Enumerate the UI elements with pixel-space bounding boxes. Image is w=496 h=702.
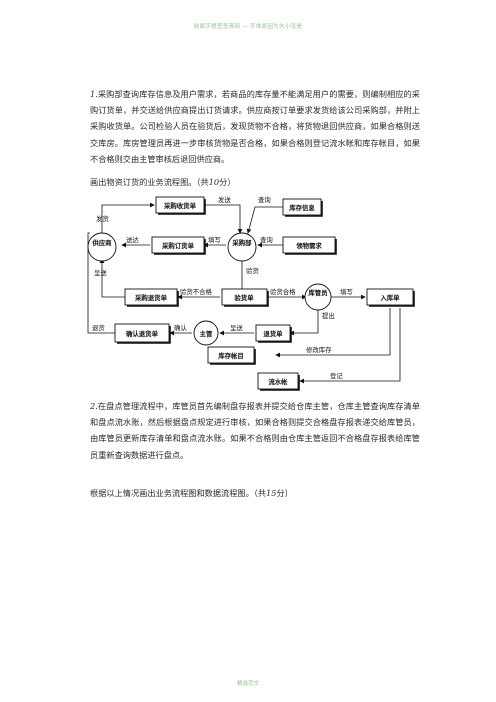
inbound-label: 入库单	[380, 293, 400, 302]
purchasing-circle	[227, 232, 257, 262]
doc-goods-demand	[282, 236, 336, 254]
label-deliver-back: 呈送	[94, 268, 107, 277]
doc-inventory-ledger	[207, 346, 255, 364]
purchase-receipt-label: 采购收货单	[163, 201, 197, 210]
doc-purchase-order	[151, 236, 205, 254]
question-2-task-text: 根据以上情况画出业务流程图和数据流程图。（共	[90, 488, 267, 498]
doc-journal	[257, 372, 299, 390]
business-flowchart: 供应商 采购部 库管员 主管 采购收货单 库存信息 采购订货单 领物需求 采购退…	[87, 195, 415, 391]
question-1-number: 1.	[90, 89, 98, 99]
question-2-score: 15	[266, 488, 277, 498]
supplier-label: 供应商	[91, 238, 112, 247]
label-deliver: 送达	[126, 235, 139, 244]
doc-confirm-return	[114, 323, 170, 343]
inspection-label: 验货单	[234, 293, 254, 302]
inventory-ledger-label: 库存帐目	[218, 351, 244, 360]
doc-inspection	[221, 288, 268, 306]
question-1-paragraph: 1.采购部查询库存信息及用户需求，若商品的库存量不能满足用户的需要，则编制相应的…	[90, 86, 420, 167]
question-1-task-text: 画出物资订货的业务流程图。（共	[90, 177, 209, 187]
page-header: 前面字题签签清回 — 字体原因为大小没是	[193, 24, 303, 30]
label-return-goods: 退货	[92, 323, 105, 332]
question-1-task: 画出物资订货的业务流程图。（共10分）	[90, 176, 236, 188]
question-1-task-end: 分）	[219, 177, 236, 187]
question-2-text: 在盘点管理流程中，库管员首先编制盘存报表并提交给仓库主管，仓库主管查询库存清单和…	[90, 401, 420, 460]
manager-label: 主管	[200, 329, 213, 338]
page-footer: 精选范文	[236, 681, 259, 687]
confirm-return-label: 确认退货单	[126, 329, 159, 338]
label-confirm: 确认	[174, 323, 187, 332]
keeper-label: 库管员	[308, 288, 328, 297]
question-2-task: 根据以上情况画出业务流程图和数据流程图。（共15分）	[90, 487, 293, 499]
goods-demand-label: 领物需求	[296, 241, 322, 250]
question-2-paragraph: 2.在盘点管理流程中，库管员首先编制盘存报表并提交给仓库主管，仓库主管查询库存清…	[90, 398, 420, 463]
manager-circle	[193, 320, 219, 346]
label-fill: 填写	[208, 235, 221, 244]
doc-return-slip	[255, 324, 291, 342]
journal-label: 流水帐	[268, 377, 288, 386]
label-unqualified: 验货不合格	[180, 287, 213, 296]
label-deliver-2: 呈送	[230, 323, 243, 332]
label-query-2: 查询	[260, 235, 273, 244]
purchase-return-label: 采购退货单	[134, 293, 168, 302]
question-1-score: 10	[208, 177, 220, 187]
label-fill-2: 填写	[340, 287, 353, 296]
label-register: 登记	[330, 371, 343, 380]
question-2-number: 2.	[90, 401, 98, 411]
label-send: 发送	[218, 195, 231, 204]
label-qualified: 验货合格	[270, 287, 296, 296]
doc-purchase-receipt	[155, 196, 205, 214]
label-modify-inventory: 修改库存	[306, 345, 332, 354]
label-ship-goods: 发货	[96, 214, 109, 223]
purchase-order-label: 采购订货单	[161, 241, 195, 250]
doc-inventory-info	[282, 198, 322, 216]
inventory-info-label: 库存信息	[289, 203, 315, 212]
supplier-circle	[87, 232, 117, 262]
doc-purchase-return	[124, 288, 178, 306]
label-submit: 提出	[322, 311, 335, 320]
keeper-circle	[304, 283, 332, 311]
label-query-1: 查询	[258, 195, 271, 204]
purchasing-label: 采购部	[231, 238, 252, 247]
question-1-text: 采购部查询库存信息及用户需求，若商品的库存量不能满足用户的需要，则编制相应的采购…	[90, 89, 420, 164]
question-2-task-end: 分）	[276, 488, 293, 498]
return-slip-label: 退货单	[263, 329, 283, 338]
label-inspect: 验货	[246, 266, 259, 275]
doc-inbound	[366, 288, 414, 306]
